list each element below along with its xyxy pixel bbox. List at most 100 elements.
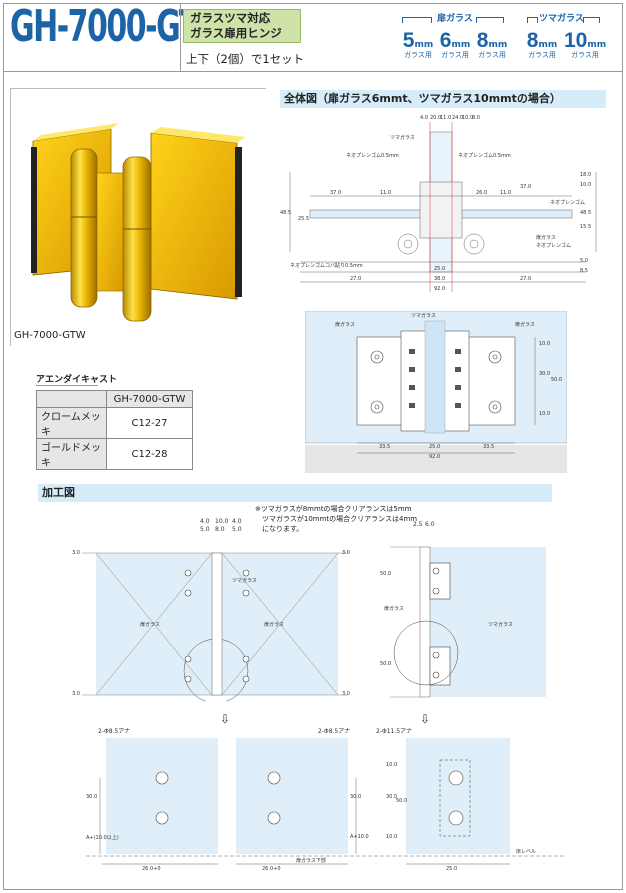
die-cast-title: アエンダイキャスト (36, 375, 118, 385)
table-header-cell: GH-7000-GTW (106, 390, 193, 408)
photo-caption: GH-7000-GTW (14, 330, 86, 341)
side-glass-bracket-l (527, 17, 538, 23)
dim-label: 50.0 (380, 661, 392, 667)
dim-label: 5.0 (232, 526, 242, 533)
dim-label: 25.0 (429, 444, 441, 450)
side-glass-bracket-r (583, 17, 600, 23)
dim-label: 30.0 (350, 794, 362, 800)
die-cast-rule (36, 385, 98, 386)
dim-label: 6.0 (425, 521, 435, 528)
front-view-svg (304, 310, 568, 473)
dim-label: 10.0 (580, 182, 592, 188)
door-glass-pair-drawing: 扉ガラス 扉ガラス ツマガラス 3.0 3.0 3.0 3.0 (72, 543, 356, 704)
door-glass-bracket-l (402, 17, 432, 23)
machining-section-title: 加工図 (38, 484, 552, 502)
overall-section-title: 全体図（扉ガラス6mmt、ツマガラス10mmtの場合） (280, 90, 606, 108)
dim-label: 4.0 (420, 115, 428, 121)
dim-label: 37.0 (330, 190, 342, 196)
dim-label: 3.0 (72, 550, 80, 556)
clearance-note-3: になります。 (262, 525, 304, 533)
floor-level-label: 床レベル (516, 849, 537, 855)
side-glass-callout: ツマガラス (232, 578, 257, 584)
dim-label: 5.0 (200, 526, 210, 533)
dim-label: 8.0 (215, 526, 225, 533)
finish-name: ゴールドメッキ (36, 438, 107, 470)
dim-label: 8.5 (580, 268, 588, 274)
door-size-6: 6mm ガラス用 (439, 29, 471, 59)
dim-label: 11.0 (380, 190, 392, 196)
dim-label: 10.0 (215, 518, 229, 525)
side-glass-callout: ツマガラス (390, 135, 415, 141)
plan-view-svg (289, 122, 597, 292)
door-glass-callout: 扉ガラス (536, 235, 556, 241)
model-number: GH-7000-GTW (10, 1, 231, 53)
door-size-8: 8mm ガラス用 (476, 29, 508, 59)
clearance-note-1: ※ツマガラスが8mmtの場合クリアランスは5mm (255, 505, 412, 513)
door-bottom-label: 扉ガラス下部 (296, 858, 326, 864)
door-glass-left-label: 扉ガラス (140, 622, 160, 628)
dim-label: 11.0 (500, 190, 512, 196)
dim-label: 3.0 (72, 691, 80, 697)
dim-label: 10.0 (386, 762, 398, 768)
table-row: クロームメッキ C12-27 (36, 407, 193, 439)
side-glass-area-label: ツマガラス (488, 622, 513, 628)
hole-spec-right: 2-Φ8.5アナ (318, 728, 351, 735)
dim-label: 8.0 (472, 115, 480, 121)
hinge-illustration (11, 89, 267, 347)
door-pair-svg (82, 552, 348, 704)
hole-spec-side: 2-Φ11.5アナ (376, 728, 412, 735)
dim-label: 10.0 (539, 341, 551, 347)
dim-label: 4.0 (200, 518, 210, 525)
door-glass-callout: 扉ガラス (384, 606, 404, 612)
finish-table: GH-7000-GTW クロームメッキ C12-27 ゴールドメッキ C12-2… (36, 390, 193, 470)
down-arrow-icon: ⇩ (420, 712, 431, 726)
title-line-1: ガラスツマ対応 (190, 11, 271, 25)
hole-spec-left: 2-Φ8.5アナ (98, 728, 131, 735)
side-glass-label-front: ツマガラス (411, 313, 436, 319)
dim-label: 3.0 (342, 550, 350, 556)
dim-label: 30.0 (86, 794, 98, 800)
overall-plan-drawing: 4.0 20.0 11.0 24.0 10.0 8.0 ツマガラス ネオプレンゴ… (280, 112, 606, 304)
dim-label: 27.0 (520, 276, 532, 282)
neoprene-rubber-label: ネオプレンゴム (550, 200, 586, 206)
product-photo (10, 88, 267, 347)
door-glass-bracket-r (476, 17, 504, 23)
dim-label: 5.0 (580, 258, 588, 264)
dim-label: 26.0 (476, 190, 488, 196)
dim-label: 25.5 (298, 216, 310, 222)
neoprene-rubber-label-2: ネオプレンゴム (536, 243, 572, 249)
side-size-8: 8mm ガラス用 (526, 29, 558, 59)
page-frame (3, 3, 623, 890)
dim-label: 30.0 (539, 371, 551, 377)
dim-label: 48.5 (280, 210, 292, 216)
title-line-2: ガラス扉用ヒンジ (190, 26, 282, 40)
dim-label: 10.0 (539, 411, 551, 417)
table-header-row: GH-7000-GTW (36, 390, 193, 408)
finish-code: C12-27 (106, 407, 193, 439)
dim-label: 33.5 (483, 444, 495, 450)
dim-label: 30.0 (386, 794, 398, 800)
dim-label: 25.0 (446, 866, 458, 872)
clearance-note-2: ツマガラスが10mmtの場合クリアランスは4mm (262, 515, 418, 523)
dim-label: 18.0 (580, 172, 592, 178)
dim-label: 50.0 (380, 571, 392, 577)
hole-detail-svg (86, 738, 566, 865)
door-glass-label-l: 扉ガラス (335, 322, 355, 328)
dim-label: 25.0 (434, 266, 446, 272)
dim-label: 2.5 (413, 521, 423, 528)
dim-label: 50.0 (551, 377, 563, 383)
set-note: 上下（2個）で1セット (186, 52, 305, 66)
product-title-box: ガラスツマ対応 ガラス扉用ヒンジ (183, 9, 301, 43)
side-glass-svg (390, 546, 546, 698)
dim-label: 50.0 (396, 798, 408, 804)
overall-front-drawing: 扉ガラス 扉ガラス ツマガラス 33.5 25.0 33.5 92.0 10.0… (304, 310, 568, 473)
door-glass-label-r: 扉ガラス (515, 322, 535, 328)
dim-label: 20.0 (430, 115, 442, 121)
dim-label: 26.0+0 (142, 866, 161, 872)
table-header-cell (36, 390, 107, 408)
finish-name: クロームメッキ (36, 407, 107, 439)
dim-label: 10.0 (386, 834, 398, 840)
hole-detail-drawings: 2-Φ8.5アナ 2-Φ8.5アナ 2-Φ11.5アナ 30.0 A+(10.0… (86, 724, 566, 878)
header-rule (4, 71, 622, 72)
side-glass-label: ツマガラス (539, 14, 584, 24)
